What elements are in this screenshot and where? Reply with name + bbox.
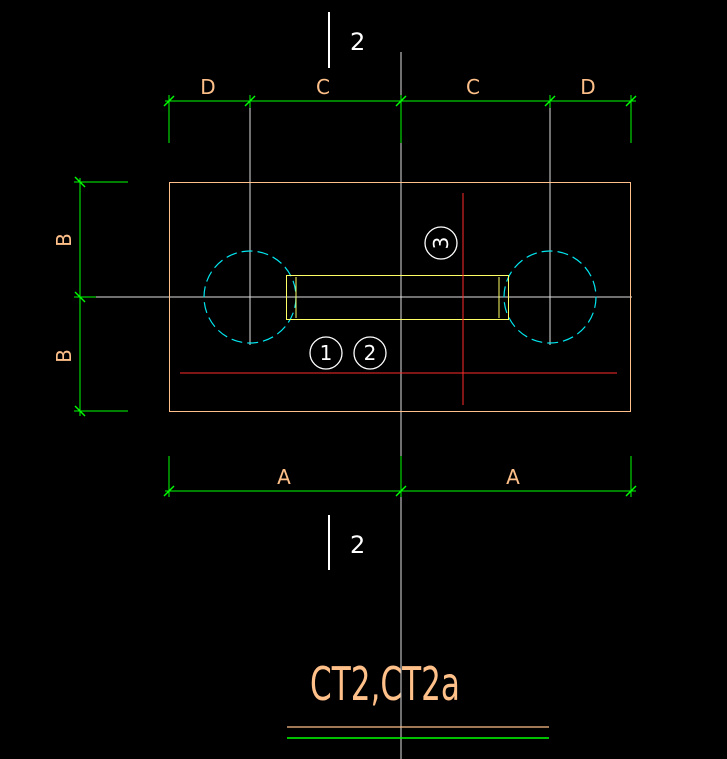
left-dimension-chain [74,176,128,417]
dim-label-left-b-top: B [52,233,76,247]
svg-text:2: 2 [364,341,377,365]
drawing-title: CT2,CT2a [310,657,460,711]
rebar-marker-1: 1 [309,336,343,370]
pile-cap-outline [169,182,631,412]
dim-label-bottom-a-right: A [506,465,520,489]
dim-label-top-d-left: D [200,75,215,99]
dim-label-bottom-a-left: A [277,465,291,489]
dim-label-top-c-right: C [466,75,480,99]
svg-text:3: 3 [429,237,453,250]
svg-text:1: 1 [320,341,333,365]
dim-label-left-b-bottom: B [52,349,76,363]
dim-label-top-c-left: C [316,75,330,99]
beam-outline [286,275,509,320]
bottom-dimension-chain [163,456,637,497]
rebar-marker-2: 2 [353,336,387,370]
section-mark-top-label: 2 [350,28,365,56]
top-dimension-chain [163,95,637,143]
dashed-circle-icon [503,250,597,344]
dim-label-top-d-right: D [580,75,595,99]
section-mark-bottom-label: 2 [350,531,365,559]
rebar-marker-3: 3 [424,226,458,260]
